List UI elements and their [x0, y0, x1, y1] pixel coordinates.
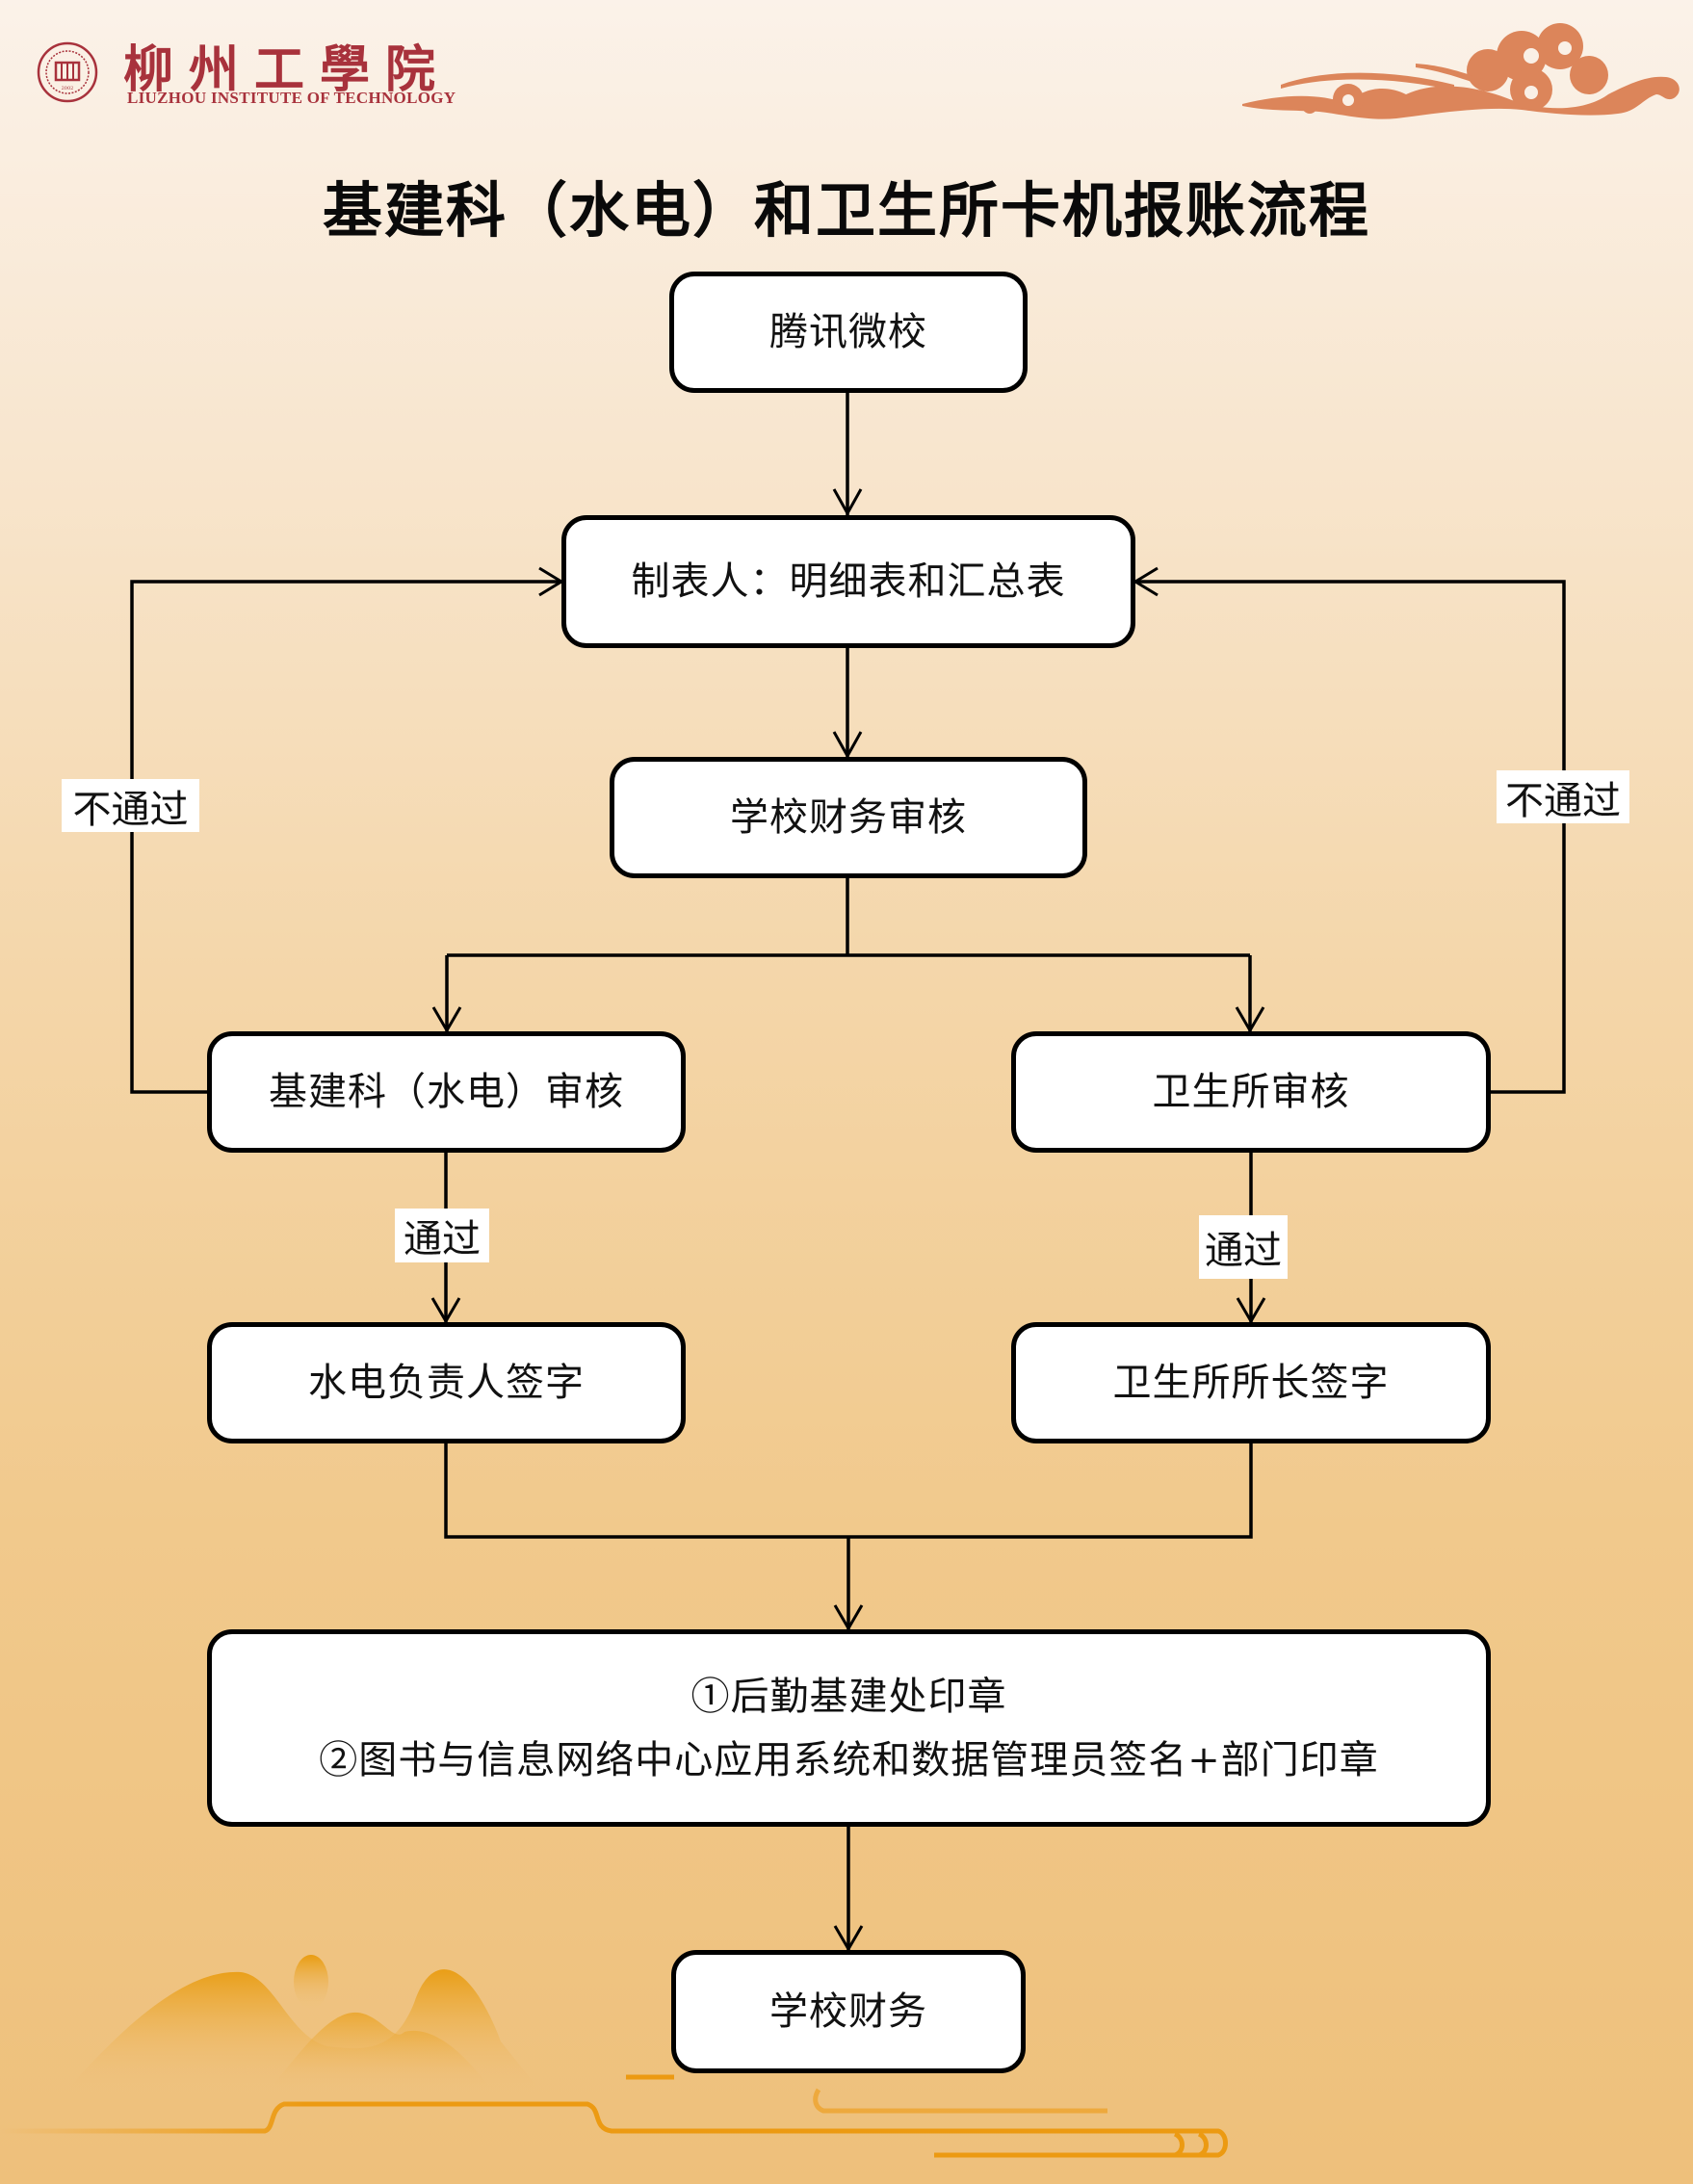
edge-label-right-pass: 通过	[1199, 1215, 1288, 1279]
node-label: 卫生所审核	[1152, 1070, 1350, 1114]
left-reject-loop	[130, 580, 561, 1094]
node-clinic-director-sign[interactable]: 卫生所所长签字	[1011, 1322, 1491, 1443]
edge-label-left-pass: 通过	[395, 1209, 489, 1262]
school-seal-icon: 2002	[37, 41, 98, 103]
node-label: 卫生所所长签字	[1112, 1361, 1390, 1405]
node-clinic-review[interactable]: 卫生所审核	[1011, 1031, 1491, 1153]
node-label: 学校财务	[769, 1989, 927, 2034]
node-infrastructure-review[interactable]: 基建科（水电）审核	[207, 1031, 686, 1153]
page-title: 基建科（水电）和卫生所卡机报账流程	[322, 175, 1370, 246]
edge-label-left-reject: 不通过	[62, 779, 199, 832]
seal-step-1: ①后勤基建处印章	[690, 1674, 1007, 1719]
merge-signs-to-seals	[444, 1443, 1253, 1629]
node-label: 学校财务审核	[730, 795, 967, 840]
seal-year: 2002	[62, 86, 74, 91]
school-name-en: LIUZHOU INSTITUTE OF TECHNOLOGY	[127, 89, 456, 107]
seal-step-2: ②图书与信息网络中心应用系统和数据管理员签名+部门印章	[319, 1737, 1379, 1782]
node-label: 基建科（水电）审核	[269, 1070, 624, 1114]
node-finance-review[interactable]: 学校财务审核	[610, 757, 1087, 878]
node-preparer[interactable]: 制表人：明细表和汇总表	[561, 515, 1135, 648]
node-school-finance[interactable]: 学校财务	[671, 1950, 1026, 2073]
right-reject-loop	[1135, 580, 1566, 1094]
node-seals-and-signatures[interactable]: ①后勤基建处印章 ②图书与信息网络中心应用系统和数据管理员签名+部门印章	[207, 1629, 1491, 1827]
branch-finance-to-reviews	[445, 878, 1252, 1031]
edge-label-right-reject: 不通过	[1497, 770, 1629, 823]
node-tencent-weixiao[interactable]: 腾讯微校	[669, 272, 1028, 393]
school-name-cn: 柳州工學院	[123, 40, 452, 99]
node-label: 腾讯微校	[769, 310, 927, 354]
mountain-decoration-icon	[0, 1955, 1228, 2158]
node-label: 制表人：明细表和汇总表	[631, 559, 1066, 604]
node-label: 水电负责人签字	[308, 1361, 585, 1405]
node-utility-head-sign[interactable]: 水电负责人签字	[207, 1322, 686, 1443]
auspicious-cloud-icon	[1242, 23, 1680, 119]
